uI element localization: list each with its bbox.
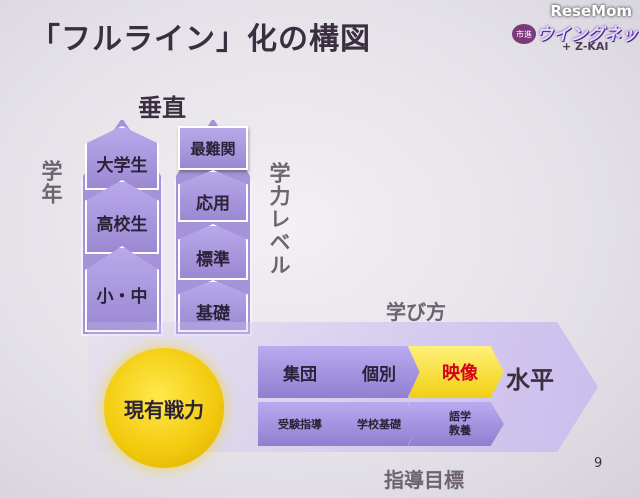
current-capability-circle: 現有戦力 bbox=[104, 348, 224, 468]
logo-main: ウイングネット bbox=[536, 25, 640, 45]
how-to-learn-label: 学び方 bbox=[386, 300, 446, 324]
vertical-heading: 垂直 bbox=[138, 94, 186, 122]
circle-label: 現有戦力 bbox=[124, 397, 204, 422]
method-video: 映像 bbox=[408, 346, 504, 398]
goal-exam: 受験指導 bbox=[258, 402, 342, 446]
horizontal-heading: 水平 bbox=[506, 366, 554, 394]
page-number: 9 bbox=[594, 456, 603, 471]
logo-badge: 市進 bbox=[512, 24, 536, 44]
level-item-top: 最難関 bbox=[178, 126, 248, 170]
slide-title: 「フルライン」化の構図 bbox=[30, 22, 371, 57]
goal-school-basics: 学校基礎 bbox=[330, 402, 420, 446]
watermark: ReseMom bbox=[550, 2, 632, 20]
method-group: 集団 bbox=[258, 346, 342, 398]
goals-label: 指導目標 bbox=[384, 468, 464, 492]
method-individual: 個別 bbox=[330, 346, 420, 398]
ability-label: 学力レベル bbox=[267, 162, 291, 277]
goal-language-culture: 語学 教養 bbox=[408, 402, 504, 446]
logo-sub: + Z-KAI bbox=[562, 40, 609, 53]
grade-label: 学年 bbox=[39, 160, 63, 206]
